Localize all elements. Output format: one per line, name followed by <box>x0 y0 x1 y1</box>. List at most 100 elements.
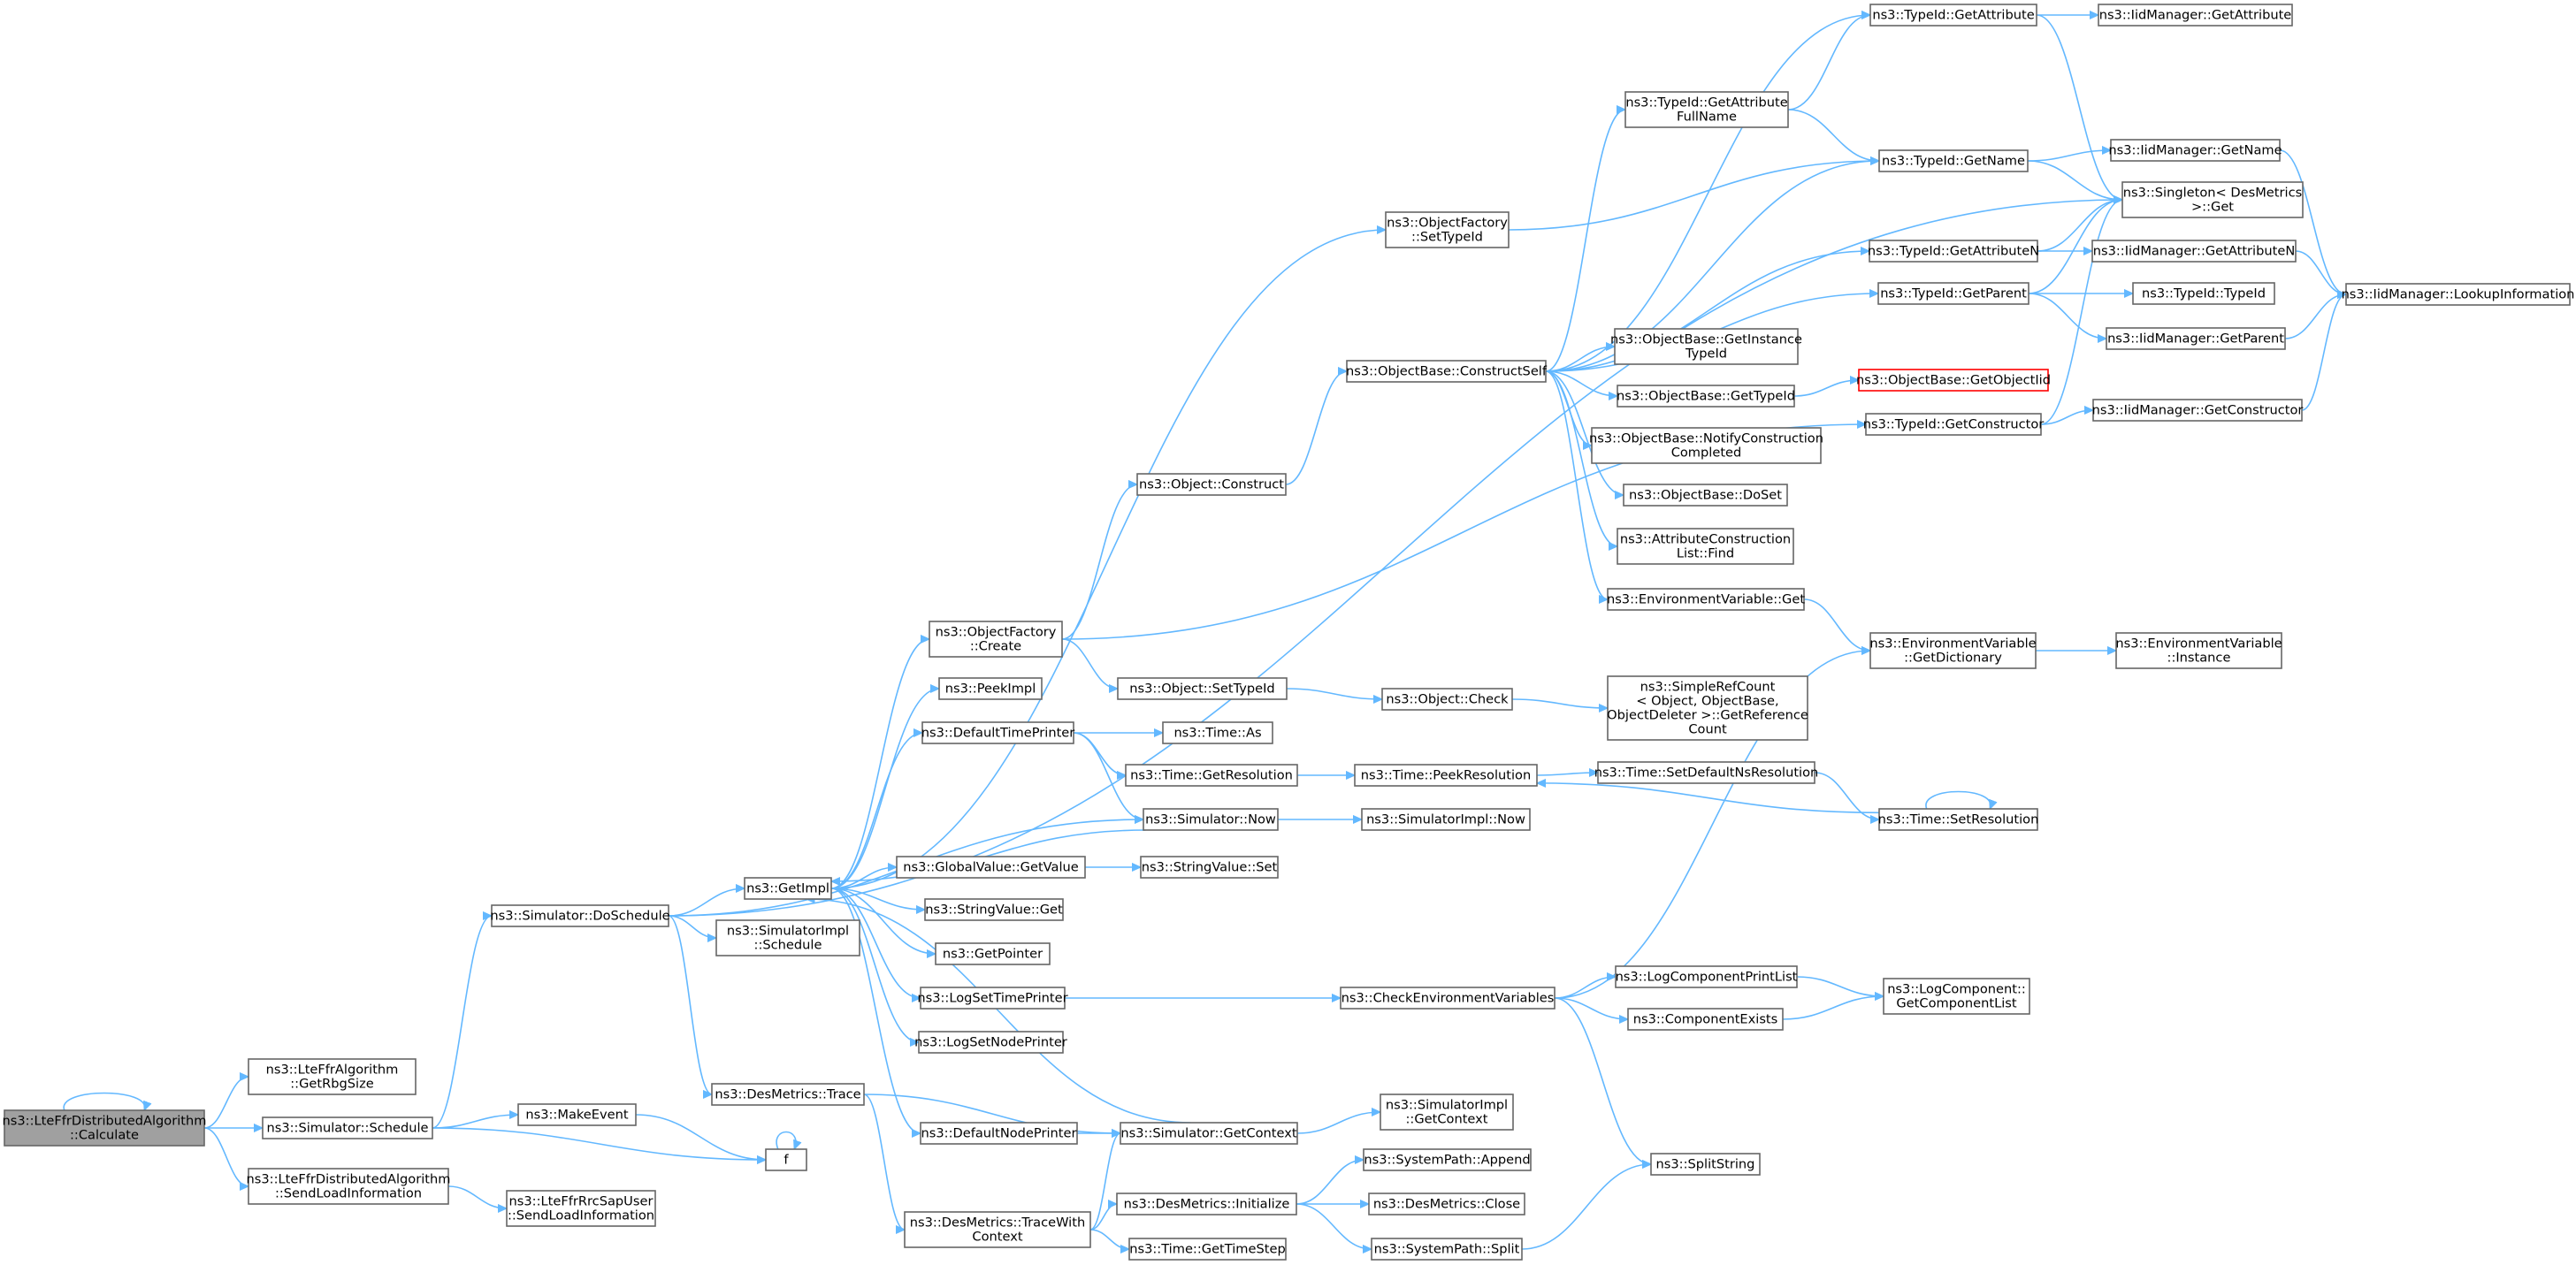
node-simulatorimpl-now[interactable]: ns3::SimulatorImpl::Now <box>1361 808 1531 831</box>
node-box <box>1385 211 1510 248</box>
edge-objfactory-create-to-object-construct <box>1061 484 1137 640</box>
node-getrbgsize[interactable]: ns3::LteFfrAlgorithm::GetRbgSize <box>248 1058 417 1095</box>
node-objectbase-gettypeid[interactable]: ns3::ObjectBase::GetTypeId <box>1617 385 1795 408</box>
node-box <box>1120 1122 1298 1145</box>
node-logsettimeprinter[interactable]: ns3::LogSetTimePrinter <box>917 987 1068 1010</box>
edge-time-setresolution-to-time-setresolution <box>1925 790 1991 810</box>
edge-iidmanager-getname-to-iidmanager-lookup <box>2279 149 2346 294</box>
node-typeid-typeid[interactable]: ns3::TypeId::TypeId <box>2132 282 2275 305</box>
node-getobjectiid[interactable]: ns3::ObjectBase::GetObjectIid <box>1856 369 2051 392</box>
node-componentexists[interactable]: ns3::ComponentExists <box>1627 1008 1784 1031</box>
node-label: ::Create <box>970 639 1021 654</box>
node-singleton-get[interactable]: ns3::Singleton< DesMetrics >::Get <box>2121 181 2304 218</box>
node-getimpl[interactable]: ns3::GetImpl <box>744 877 832 900</box>
node-simimpl-schedule[interactable]: ns3::SimulatorImpl::Schedule <box>715 919 860 956</box>
node-schedule[interactable]: ns3::Simulator::Schedule <box>262 1116 433 1139</box>
node-desmetrics-initialize[interactable]: ns3::DesMetrics::Initialize <box>1116 1193 1297 1215</box>
node-constructself[interactable]: ns3::ObjectBase::ConstructSelf <box>1346 360 1548 383</box>
edge-typeid-getconstructor-to-singleton-get <box>2040 200 2122 425</box>
node-logsetnodeprinter[interactable]: ns3::LogSetNodePrinter <box>914 1031 1067 1054</box>
node-calculate[interactable]: ns3::LteFfrDistributedAlgorithm::Calcula… <box>3 1109 207 1147</box>
node-desmetrics-trace[interactable]: ns3::DesMetrics::Trace <box>711 1083 865 1106</box>
node-rrcsap-sendload[interactable]: ns3::LteFfrRrcSapUser::SendLoadInformati… <box>506 1190 656 1227</box>
node-objfactory-create[interactable]: ns3::ObjectFactory::Create <box>929 621 1063 658</box>
node-iidmanager-lookup[interactable]: ns3::IidManager::LookupInformation <box>2342 283 2575 306</box>
node-label: Count <box>1688 722 1727 737</box>
node-iidmanager-getconstructor[interactable]: ns3::IidManager::GetConstructor <box>2092 399 2304 422</box>
edge-schedule-to-makeevent <box>432 1115 518 1129</box>
node-sendloadinfo[interactable]: ns3::LteFfrDistributedAlgorithm::SendLoa… <box>247 1168 451 1205</box>
node-makeevent[interactable]: ns3::MakeEvent <box>517 1103 637 1126</box>
node-envvar-get[interactable]: ns3::EnvironmentVariable::Get <box>1607 588 1805 611</box>
node-box <box>2345 283 2571 306</box>
node-object-settypeid[interactable]: ns3::Object::SetTypeId <box>1117 677 1288 700</box>
node-logcomponentprintlist[interactable]: ns3::LogComponentPrintList <box>1615 965 1798 988</box>
node-box <box>1591 427 1822 464</box>
edge-calculate-to-calculate <box>63 1092 145 1111</box>
edge-calculate-to-getrbgsize <box>203 1077 248 1129</box>
node-iidmanager-getattributen[interactable]: ns3::IidManager::GetAttributeN <box>2091 240 2297 263</box>
node-box <box>744 877 832 900</box>
node-f[interactable]: f <box>765 1148 807 1171</box>
node-time-getresolution[interactable]: ns3::Time::GetResolution <box>1125 764 1298 787</box>
node-objectbase-doset[interactable]: ns3::ObjectBase::DoSet <box>1623 484 1788 507</box>
node-systempath-split[interactable]: ns3::SystemPath::Split <box>1371 1238 1523 1261</box>
node-label: ns3::TypeId::GetAttributeN <box>1868 244 2039 259</box>
node-typeid-getattributen[interactable]: ns3::TypeId::GetAttributeN <box>1868 240 2039 263</box>
node-envvar-instance[interactable]: ns3::EnvironmentVariable::Instance <box>2115 632 2282 669</box>
node-objfactory-settypeid[interactable]: ns3::ObjectFactory::SetTypeId <box>1385 211 1510 248</box>
node-box <box>918 1031 1064 1054</box>
node-iidmanager-getparent[interactable]: ns3::IidManager::GetParent <box>2106 327 2286 350</box>
node-defaulttimeprinter[interactable]: ns3::DefaultTimePrinter <box>921 721 1075 744</box>
node-time-setdefaultns[interactable]: ns3::Time::SetDefaultNsResolution <box>1594 761 1819 784</box>
node-typeid-getparent[interactable]: ns3::TypeId::GetParent <box>1877 282 2029 305</box>
node-stringvalue-set[interactable]: ns3::StringValue::Set <box>1140 856 1279 879</box>
node-envvar-getdictionary[interactable]: ns3::EnvironmentVariable::GetDictionary <box>1869 632 2037 669</box>
node-splitstring[interactable]: ns3::SplitString <box>1650 1153 1761 1176</box>
node-desmetrics-close[interactable]: ns3::DesMetrics::Close <box>1368 1193 1525 1215</box>
node-label: ns3::SplitString <box>1656 1157 1755 1172</box>
node-globalvalue-getvalue[interactable]: ns3::GlobalValue::GetValue <box>896 856 1086 879</box>
edge-constructself-to-typeid-getattributen <box>1545 251 1869 372</box>
node-notifyconstruction[interactable]: ns3::ObjectBase::NotifyConstructionCompl… <box>1589 427 1823 464</box>
edge-defaulttimeprinter-to-simulator-now <box>1073 732 1143 819</box>
node-systempath-append[interactable]: ns3::SystemPath::Append <box>1363 1148 1532 1171</box>
edge-desmetrics-initialize-to-systempath-split <box>1296 1203 1372 1249</box>
node-defaultnodeprinter[interactable]: ns3::DefaultNodePrinter <box>920 1122 1078 1145</box>
node-object-check[interactable]: ns3::Object::Check <box>1381 688 1513 711</box>
node-box <box>1381 688 1513 711</box>
node-label: ns3::SimulatorImpl::Now <box>1366 812 1525 827</box>
node-label: ns3::Simulator::GetContext <box>1120 1126 1296 1141</box>
node-doschedule[interactable]: ns3::Simulator::DoSchedule <box>490 904 670 927</box>
node-stringvalue-get[interactable]: ns3::StringValue::Get <box>924 898 1064 921</box>
node-iidmanager-getattribute[interactable]: ns3::IidManager::GetAttribute <box>2098 4 2293 27</box>
node-typeid-getconstructor[interactable]: ns3::TypeId::GetConstructor <box>1863 413 2045 436</box>
node-typeid-getattribute[interactable]: ns3::TypeId::GetAttribute <box>1869 4 2037 27</box>
node-box <box>1340 987 1556 1010</box>
node-time-peekresolution[interactable]: ns3::Time::PeekResolution <box>1354 764 1538 787</box>
node-simimpl-getcontext[interactable]: ns3::SimulatorImpl::GetContext <box>1380 1094 1514 1131</box>
node-checkenvvars[interactable]: ns3::CheckEnvironmentVariables <box>1340 987 1556 1010</box>
node-getpointer[interactable]: ns3::GetPointer <box>935 942 1051 965</box>
node-box <box>2110 139 2281 162</box>
node-logcomponent-getlist[interactable]: ns3::LogComponent::GetComponentList <box>1883 978 2030 1015</box>
node-object-construct[interactable]: ns3::Object::Construct <box>1136 473 1287 496</box>
node-iidmanager-getname[interactable]: ns3::IidManager::GetName <box>2108 139 2282 162</box>
node-label: ns3::StringValue::Get <box>925 903 1063 918</box>
node-label: ns3::LteFfrDistributedAlgorithm <box>3 1114 207 1129</box>
node-label: ns3::TypeId::GetAttribute <box>1872 8 2034 23</box>
node-typeid-getname[interactable]: ns3::TypeId::GetName <box>1878 149 2029 172</box>
node-simplerefcount[interactable]: ns3::SimpleRefCount< Object, ObjectBase,… <box>1607 675 1808 741</box>
node-time-as[interactable]: ns3::Time::As <box>1162 721 1273 744</box>
node-peekimpl[interactable]: ns3::PeekImpl <box>938 677 1043 700</box>
node-simulator-now[interactable]: ns3::Simulator::Now <box>1143 808 1279 831</box>
edge-iidmanager-getconstructor-to-iidmanager-lookup <box>2301 294 2346 411</box>
node-time-setresolution[interactable]: ns3::Time::SetResolution <box>1878 808 2039 831</box>
node-time-gettimestep[interactable]: ns3::Time::GetTimeStep <box>1128 1238 1287 1261</box>
node-label: ns3::ObjectBase::GetInstance <box>1610 332 1802 347</box>
node-simulator-getcontext[interactable]: ns3::Simulator::GetContext <box>1120 1122 1298 1145</box>
